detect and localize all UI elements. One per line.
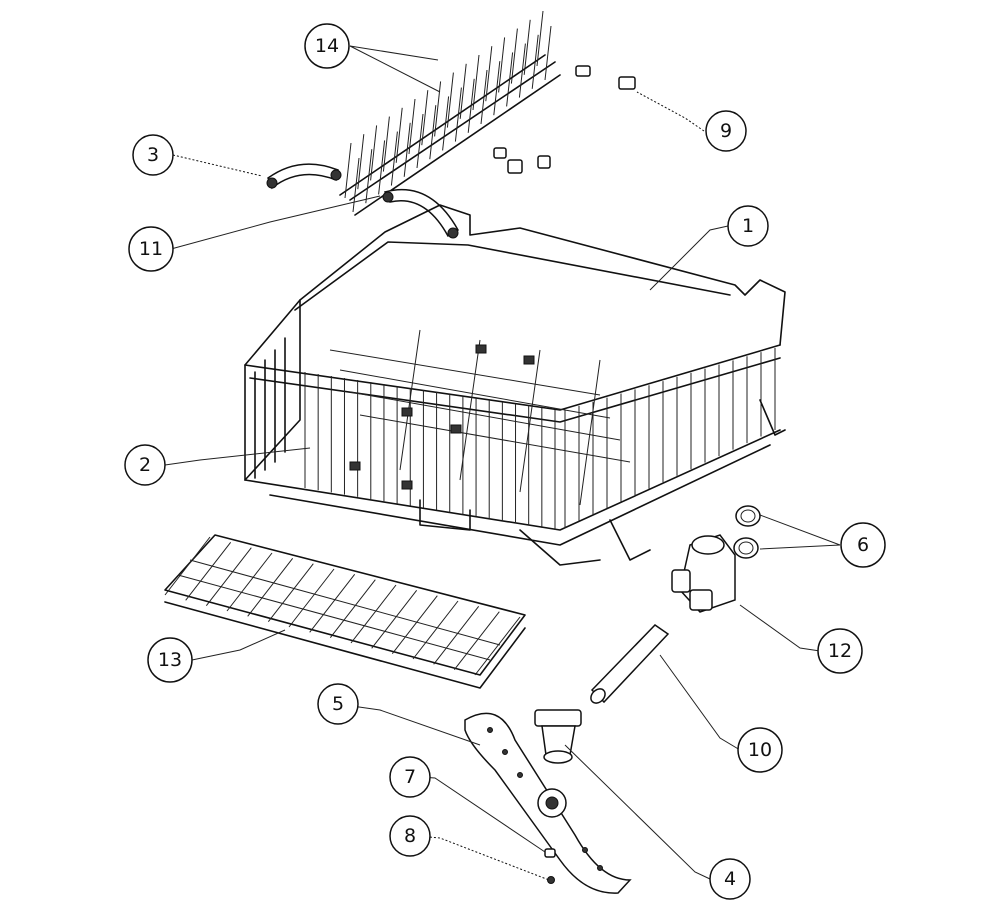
svg-text:3: 3	[147, 144, 159, 166]
callout-2: 2	[124, 444, 166, 486]
svg-text:5: 5	[332, 693, 344, 715]
svg-text:9: 9	[720, 120, 732, 142]
part-9-clips	[493, 65, 636, 174]
part-4-hub	[534, 709, 582, 764]
svg-text:1: 1	[742, 215, 754, 237]
svg-text:13: 13	[158, 649, 182, 671]
svg-text:14: 14	[315, 35, 339, 57]
callout-13: 13	[147, 637, 193, 683]
callout-12: 12	[817, 628, 863, 674]
svg-text:4: 4	[724, 868, 736, 890]
callout-4: 4	[709, 858, 751, 900]
callout-14: 14	[304, 23, 350, 69]
part-13-wire-shelf	[164, 534, 526, 689]
callout-10: 10	[737, 727, 783, 773]
part-6-seal-rings	[733, 505, 761, 559]
part-8-washer	[547, 876, 555, 884]
callout-6: 6	[840, 522, 886, 568]
callout-5: 5	[317, 683, 359, 725]
svg-text:10: 10	[748, 739, 772, 761]
part-7-nut	[544, 848, 556, 858]
part-14-tine-rows	[339, 10, 561, 216]
callout-1: 1	[727, 205, 769, 247]
part-5-spray-arm	[464, 712, 632, 894]
callout-8: 8	[389, 815, 431, 857]
svg-text:8: 8	[404, 825, 416, 847]
svg-text:7: 7	[404, 766, 416, 788]
svg-text:6: 6	[857, 534, 869, 556]
part-10-tube	[590, 624, 670, 704]
part-11-handle	[382, 188, 460, 239]
callout-7: 7	[389, 756, 431, 798]
part-1-rack-basket	[244, 204, 786, 566]
svg-text:2: 2	[139, 454, 151, 476]
part-12-valve	[671, 534, 736, 613]
part-3-handle	[266, 163, 342, 190]
callout-bubbles: 1 2 3 4 5 6 7 8 9 10 11 12 13 14	[124, 23, 886, 900]
callout-9: 9	[705, 110, 747, 152]
callout-3: 3	[132, 134, 174, 176]
svg-text:12: 12	[828, 640, 852, 662]
svg-text:11: 11	[139, 238, 163, 260]
callout-11: 11	[128, 226, 174, 272]
